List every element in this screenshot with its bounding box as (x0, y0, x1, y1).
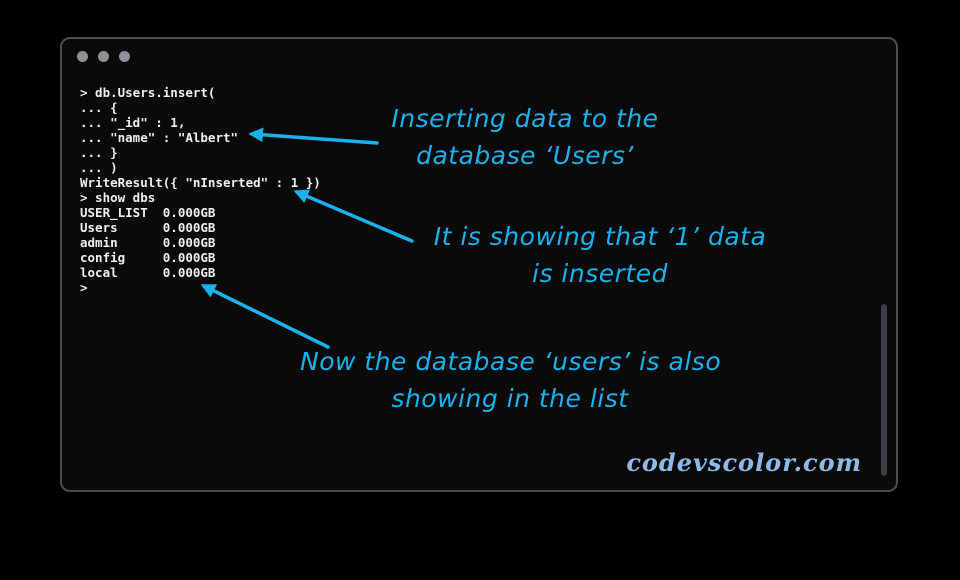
annotation-db-list: Now the database ‘users’ is also showing… (300, 343, 722, 417)
terminal-line: local 0.000GB (80, 265, 216, 280)
terminal-line: ... { (80, 100, 118, 115)
terminal-line: Users 0.000GB (80, 220, 216, 235)
annotation-line: is inserted (532, 259, 668, 288)
terminal-line: ... "_id" : 1, (80, 115, 186, 130)
annotation-line: Now the database ‘users’ is also (300, 347, 722, 376)
annotation-inserting-data: Inserting data to the database ‘Users’ (370, 100, 680, 174)
scrollbar-thumb[interactable] (881, 304, 887, 476)
annotation-line: It is showing that ‘1’ data (433, 222, 767, 251)
terminal-line: > show dbs (80, 190, 156, 205)
terminal-line: ... } (80, 145, 118, 160)
terminal-line: ... "name" : "Albert" (80, 130, 239, 145)
terminal-line: > (80, 280, 88, 295)
terminal-line: ... ) (80, 160, 118, 175)
terminal-line: > db.Users.insert( (80, 85, 216, 100)
annotation-line: database ‘Users’ (416, 141, 634, 170)
terminal-line: USER_LIST 0.000GB (80, 205, 216, 220)
terminal-window: > db.Users.insert(... {... "_id" : 1,...… (60, 37, 898, 492)
window-titlebar (62, 39, 896, 73)
watermark-text: codevscolor.com (626, 448, 862, 477)
terminal-line: admin 0.000GB (80, 235, 216, 250)
window-control-dot-2[interactable] (98, 50, 109, 62)
terminal-output[interactable]: > db.Users.insert(... {... "_id" : 1,...… (80, 85, 321, 295)
annotation-write-result: It is showing that ‘1’ data is inserted (418, 218, 782, 292)
window-control-dot-1[interactable] (77, 50, 88, 62)
annotation-line: Inserting data to the (391, 104, 659, 133)
terminal-line: WriteResult({ "nInserted" : 1 }) (80, 175, 321, 190)
annotation-line: showing in the list (391, 384, 629, 413)
terminal-line: config 0.000GB (80, 250, 216, 265)
window-control-dot-3[interactable] (119, 50, 130, 62)
